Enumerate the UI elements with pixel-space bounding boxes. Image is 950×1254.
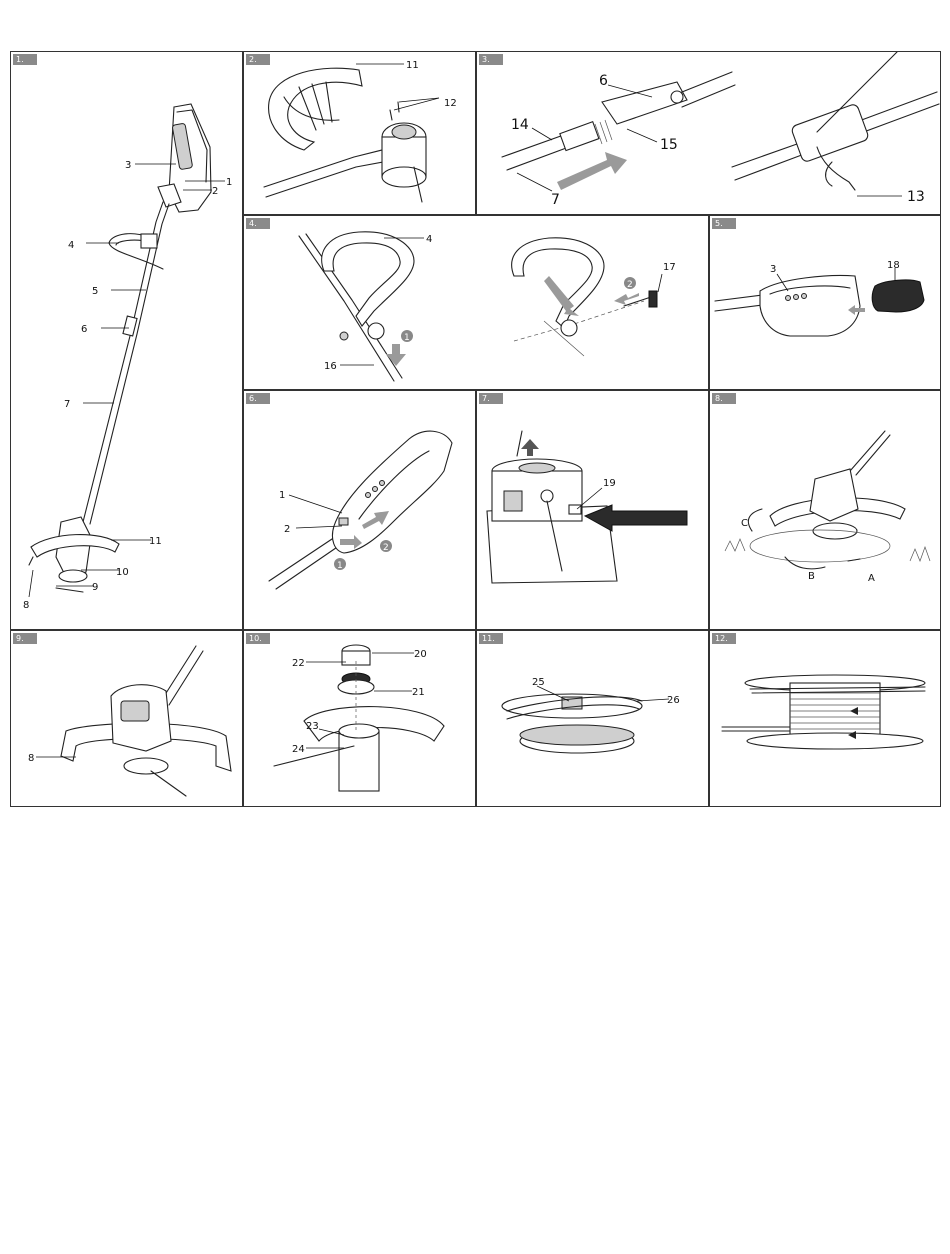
callout-20: 20	[414, 649, 427, 660]
panel-5: 5. 3 18	[709, 215, 941, 390]
line-feed-drawing: 19	[477, 391, 709, 630]
callout-5: 5	[92, 286, 98, 297]
callout-21: 21	[412, 687, 425, 698]
panel-3: 3. 6 14 15 7 13	[476, 51, 941, 215]
callout-12: 12	[444, 98, 457, 109]
callout-2: 2	[212, 186, 218, 197]
panel-8: 8. C B A	[709, 390, 941, 630]
callout-4: 4	[68, 240, 74, 251]
panel-2: 2. 11 12	[243, 51, 476, 215]
spool-removal-drawing: 20 22 21 23 24	[244, 631, 476, 807]
step-1-marker: 1	[337, 561, 343, 571]
callout-19: 19	[603, 478, 616, 489]
callout-11: 11	[149, 536, 162, 547]
callout-2: 2	[284, 524, 290, 535]
callout-14: 14	[511, 117, 529, 133]
callout-11: 11	[406, 60, 419, 71]
callout-10: 10	[116, 567, 129, 578]
label-B: B	[808, 571, 815, 582]
callout-1: 1	[226, 177, 232, 188]
cutting-direction-drawing: C B A	[710, 391, 941, 630]
switch-lock-drawing: 2 1 1 2	[244, 391, 476, 630]
callout-7: 7	[64, 399, 70, 410]
callout-22: 22	[292, 658, 305, 669]
callout-16: 16	[324, 361, 337, 372]
step-2-marker: 2	[383, 543, 389, 553]
callout-9: 9	[92, 582, 98, 593]
callout-3: 3	[125, 160, 131, 171]
battery-insertion-drawing: 3 18	[710, 216, 941, 390]
spool-winding-drawing: 25 26	[477, 631, 709, 807]
panel-4: 4. 1 2 4 16 17	[243, 215, 709, 390]
trimmer-overview-drawing: 3 1 2 4 5 6 7 11 10 9 8	[11, 52, 243, 630]
callout-8: 8	[23, 600, 29, 611]
callout-25: 25	[532, 677, 545, 688]
label-C: C	[741, 518, 748, 529]
callout-23: 23	[306, 721, 319, 732]
callout-15: 15	[660, 137, 678, 153]
shaft-assembly-drawing: 6 14 15 7 13	[477, 52, 941, 215]
step-1-marker: 1	[404, 333, 410, 343]
step-2-marker: 2	[627, 280, 633, 290]
callout-3: 3	[770, 264, 776, 275]
callout-26: 26	[667, 695, 680, 706]
callout-6: 6	[81, 324, 87, 335]
callout-13: 13	[907, 189, 925, 205]
callout-6: 6	[599, 73, 608, 89]
spool-wound-drawing	[710, 631, 941, 807]
callout-17: 17	[663, 262, 676, 273]
panel-10: 10. 20 22 21 23 24	[243, 630, 476, 807]
label-A: A	[868, 573, 875, 584]
callout-7: 7	[551, 192, 560, 208]
panel-11: 11. 25 26	[476, 630, 709, 807]
callout-4: 4	[426, 234, 432, 245]
line-cutter-drawing: 8	[11, 631, 243, 807]
panel-6: 6. 2 1 1 2	[243, 390, 476, 630]
callout-24: 24	[292, 744, 305, 755]
callout-18: 18	[887, 260, 900, 271]
panel-1: 1. 3 1 2 4 5 6	[10, 51, 243, 630]
auxiliary-handle-drawing: 1 2 4 16 17	[244, 216, 709, 390]
panel-7: 7. 19	[476, 390, 709, 630]
callout-8: 8	[28, 753, 34, 764]
callout-1: 1	[279, 490, 285, 501]
panel-9: 9. 8	[10, 630, 243, 807]
panel-12: 12.	[709, 630, 941, 807]
guard-attachment-drawing: 11 12	[244, 52, 476, 215]
